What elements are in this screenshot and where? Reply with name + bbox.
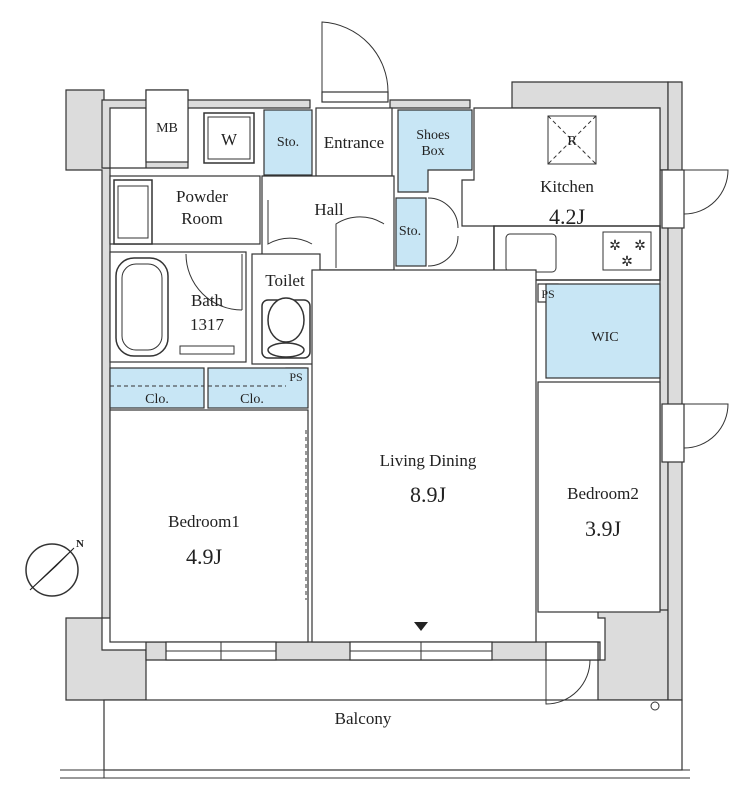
mb-label: MB: [156, 121, 178, 136]
entrance-label: Entrance: [324, 133, 384, 152]
bedroom2-balcony-door-swing: [545, 659, 591, 705]
ps-bath-label: PS: [289, 370, 302, 384]
powder-room-label-line2: Room: [181, 209, 223, 228]
bedroom2-size-label: 3.9J: [585, 516, 622, 541]
stove-icon: [602, 231, 652, 271]
balcony-label: Balcony: [335, 709, 392, 728]
north-label: N: [76, 538, 84, 550]
closet-2: [207, 367, 309, 409]
storage-small-label: Sto.: [277, 135, 299, 150]
living-window: [349, 641, 493, 661]
bedroom1-window: [165, 641, 277, 661]
shoes-box-label-line1: Shoes: [416, 128, 449, 143]
storage-hall-label: Sto.: [399, 224, 421, 239]
entrance-door-swing: [321, 21, 389, 93]
toilet-bowl-icon: [267, 297, 305, 343]
wic-area: [545, 283, 661, 379]
balcony-area: [103, 699, 683, 771]
hall-door-swing: [335, 216, 385, 268]
closet-1-label: Clo.: [145, 392, 169, 407]
entrance-area: [315, 107, 393, 177]
mb-space: [145, 89, 189, 163]
bedroom1-area: [109, 409, 309, 643]
bedroom2-door-swing: [683, 403, 729, 449]
kitchen-size-label: 4.2J: [549, 204, 586, 229]
living-dining-area: [311, 269, 537, 643]
north-compass: [25, 543, 79, 597]
svg-text:✲: ✲: [609, 239, 621, 254]
bedroom1-label: Bedroom1: [168, 512, 240, 531]
ps-kitchen-label: PS: [541, 287, 554, 301]
bedroom2-side-door: [661, 403, 685, 463]
storage-hall: [395, 197, 427, 267]
refrigerator-label: R: [567, 134, 577, 149]
wic-label: WIC: [591, 330, 618, 345]
storage-small: [263, 109, 313, 176]
living-dining-label: Living Dining: [380, 451, 477, 470]
storage-hall-door-swing: [427, 197, 459, 267]
bedroom2-balcony-door: [545, 641, 599, 661]
living-dining-size-label: 8.9J: [410, 482, 447, 507]
refrigerator-box: [547, 115, 597, 165]
bedroom2-label: Bedroom2: [567, 484, 639, 503]
kitchen-door-swing: [683, 169, 729, 215]
kitchen-side-door: [661, 169, 685, 229]
svg-text:✲: ✲: [621, 255, 633, 270]
bedroom2-area: [537, 381, 661, 613]
powder-room-label-line1: Powder: [176, 187, 228, 206]
toilet-label: Toilet: [265, 271, 305, 290]
washer-box: [203, 112, 255, 164]
bedroom1-size-label: 4.9J: [186, 544, 223, 569]
kitchen-label: Kitchen: [540, 177, 594, 196]
hall-label: Hall: [314, 200, 344, 219]
closet-2-label: Clo.: [240, 392, 264, 407]
shoes-box: [397, 109, 473, 193]
shoes-box-label-line2: Box: [421, 144, 444, 159]
svg-text:✲: ✲: [634, 239, 646, 254]
closet-1: [109, 367, 205, 409]
bathtub: [115, 257, 169, 357]
entrance-door-frame: [321, 91, 389, 103]
bath-label: Bath: [191, 291, 224, 310]
bath-size-label: 1317: [190, 315, 225, 334]
main-entry-marker-icon: [414, 622, 428, 631]
vanity: [113, 179, 153, 245]
washer-label: W: [221, 130, 238, 149]
